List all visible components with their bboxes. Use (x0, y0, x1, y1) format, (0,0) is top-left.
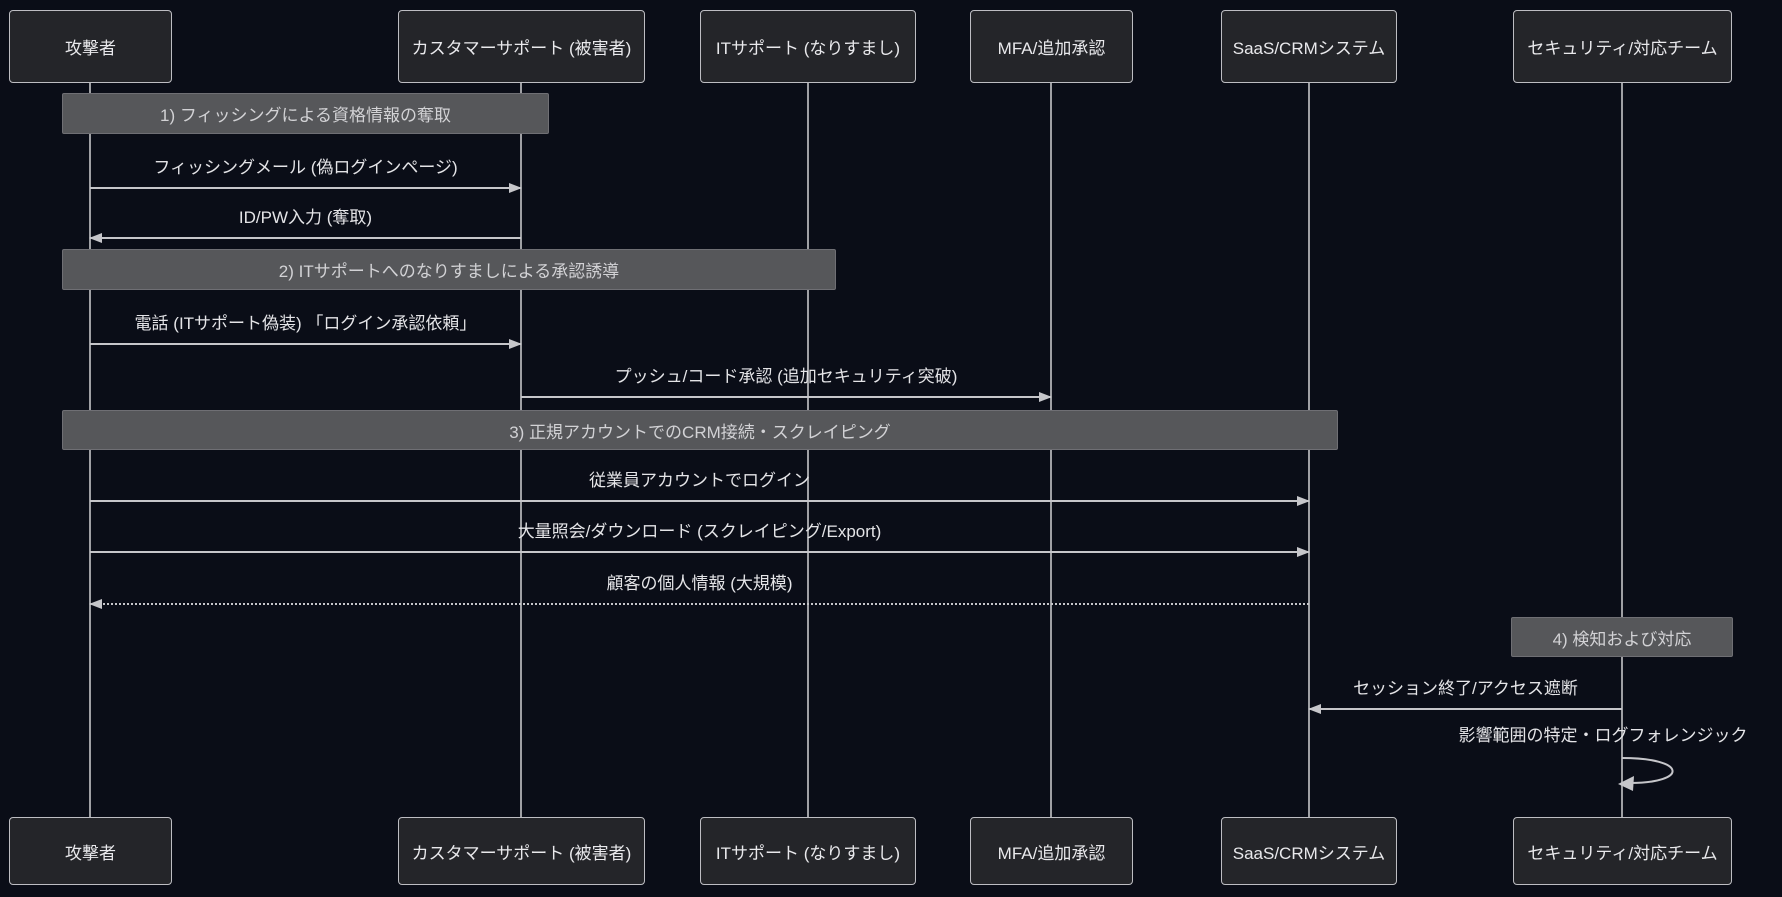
message-bulk-download: 大量照会/ダウンロード (スクレイピング/Export) (90, 521, 1310, 557)
arrowhead-right-icon (1297, 496, 1310, 506)
arrow-line (90, 500, 1309, 502)
actor-bottom-security-team: セキュリティ/対応チーム (1513, 817, 1732, 885)
note-phase-4: 4) 検知および対応 (1511, 617, 1733, 657)
message-id-pw-input: ID/PW入力 (奪取) (89, 207, 521, 243)
actor-bottom-mfa: MFA/追加承認 (970, 817, 1133, 885)
message-label: 電話 (ITサポート偽装) 「ログイン承認依頼」 (134, 314, 477, 333)
message-label: 大量照会/ダウンロード (スクレイピング/Export) (517, 522, 882, 541)
message-phishing-mail: フィッシングメール (偽ログインページ) (90, 157, 522, 193)
lifeline-saas-crm (1308, 83, 1310, 817)
message-employee-login: 従業員アカウントでログイン (90, 470, 1310, 506)
message-session-termination: セッション終了/アクセス遮断 (1308, 678, 1622, 714)
actor-bottom-it-support: ITサポート (なりすまし) (700, 817, 916, 885)
lifeline-attacker (89, 83, 91, 817)
message-label: フィッシングメール (偽ログインページ) (153, 158, 458, 177)
actor-bottom-saas-crm: SaaS/CRMシステム (1221, 817, 1397, 885)
message-label: 従業員アカウントでログイン (589, 471, 810, 490)
message-log-forensics-label: 影響範囲の特定・ログフォレンジック (1458, 726, 1748, 745)
arrowhead-left-icon (1308, 704, 1321, 714)
arrowhead-left-icon (89, 599, 102, 609)
message-label: セッション終了/アクセス遮断 (1353, 679, 1578, 698)
actor-top-customer-support: カスタマーサポート (被害者) (398, 10, 645, 83)
self-loop-arrow-icon (1618, 757, 1674, 791)
arrow-line (90, 187, 521, 189)
note-phase-2: 2) ITサポートへのなりすましによる承認誘導 (62, 249, 836, 290)
message-label: プッシュ/コード承認 (追加セキュリティ突破) (614, 367, 958, 386)
actor-bottom-customer-support: カスタマーサポート (被害者) (398, 817, 645, 885)
actor-top-mfa: MFA/追加承認 (970, 10, 1133, 83)
actor-top-saas-crm: SaaS/CRMシステム (1221, 10, 1397, 83)
arrow-line (521, 396, 1051, 398)
arrowhead-right-icon (509, 183, 522, 193)
actor-top-security-team: セキュリティ/対応チーム (1513, 10, 1732, 83)
message-label: 顧客の個人情報 (大規模) (606, 574, 793, 593)
lifeline-mfa (1050, 83, 1052, 817)
note-phase-3: 3) 正規アカウントでのCRM接続・スクレイピング (62, 410, 1338, 450)
arrow-line (90, 551, 1309, 553)
note-phase-1: 1) フィッシングによる資格情報の奪取 (62, 93, 549, 134)
arrow-line (90, 343, 521, 345)
arrow-line (90, 237, 521, 239)
lifeline-it-support (807, 83, 809, 817)
message-phone-call: 電話 (ITサポート偽装) 「ログイン承認依頼」 (90, 313, 522, 349)
actor-top-attacker: 攻撃者 (9, 10, 172, 83)
message-customer-pii: 顧客の個人情報 (大規模) (89, 573, 1309, 609)
arrow-line (1309, 708, 1622, 710)
message-push-code-approval: プッシュ/コード承認 (追加セキュリティ突破) (521, 366, 1052, 402)
dotted-arrow-line (90, 603, 1309, 605)
lifeline-customer-support (520, 83, 522, 817)
actor-bottom-attacker: 攻撃者 (9, 817, 172, 885)
message-label: ID/PW入力 (奪取) (238, 208, 373, 227)
actor-top-it-support: ITサポート (なりすまし) (700, 10, 916, 83)
arrowhead-right-icon (1039, 392, 1052, 402)
arrowhead-left-icon (89, 233, 102, 243)
lifeline-security-team (1621, 83, 1623, 817)
arrowhead-right-icon (509, 339, 522, 349)
arrowhead-right-icon (1297, 547, 1310, 557)
